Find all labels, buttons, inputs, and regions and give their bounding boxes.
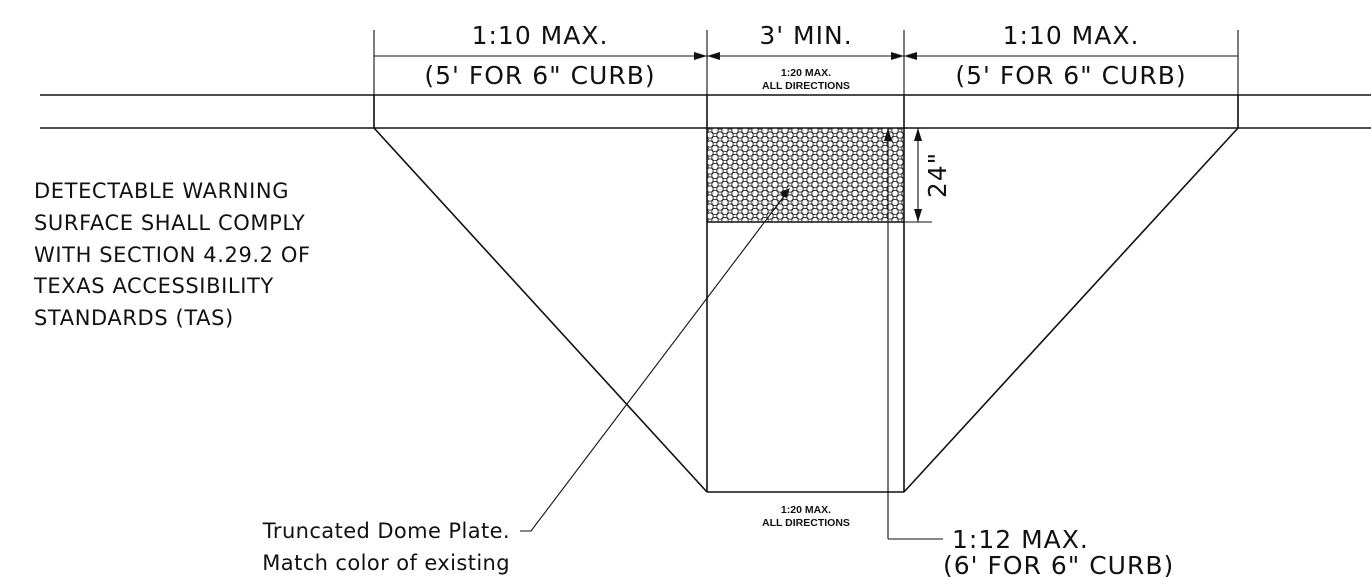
arrowhead (914, 128, 922, 141)
center-width-label: 3' MIN. (759, 21, 852, 50)
dome-label-line2: Match color of existing (262, 551, 510, 575)
dome-depth-label: 24" (923, 152, 952, 198)
dome-label-leader (520, 190, 789, 532)
ramp-slope-label: 1:12 MAX. (952, 525, 1089, 554)
note-line: TEXAS ACCESSIBILITY (33, 274, 274, 298)
center-slope-line1: 1:20 MAX. (781, 67, 831, 79)
note-line: WITH SECTION 4.29.2 OF (34, 243, 311, 267)
flare-left (373, 127, 708, 493)
dome-label-line1: Truncated Dome Plate. (262, 519, 510, 543)
bottom-slope-line2: ALL DIRECTIONS (762, 517, 850, 529)
arrowhead (694, 52, 707, 60)
note-line: SURFACE SHALL COMPLY (34, 211, 305, 235)
arrowhead (914, 209, 922, 222)
ramp-curb-label: (6' FOR 6" CURB) (943, 551, 1174, 577)
left-slope-label: 1:10 MAX. (472, 21, 609, 50)
arrowhead (904, 52, 917, 60)
right-curb-label: (5' FOR 6" CURB) (955, 61, 1186, 90)
arrowhead (780, 188, 790, 198)
arrowhead (707, 52, 720, 60)
left-curb-label: (5' FOR 6" CURB) (424, 61, 655, 90)
right-slope-label: 1:10 MAX. (1003, 21, 1140, 50)
note-line: DETECTABLE WARNING (34, 179, 289, 203)
note-line: STANDARDS (TAS) (34, 306, 234, 330)
flare-right (903, 127, 1239, 493)
arrowhead (884, 128, 892, 141)
center-slope-line2: ALL DIRECTIONS (762, 80, 850, 92)
bottom-slope-line1: 1:20 MAX. (781, 504, 831, 516)
arrowhead (891, 52, 904, 60)
detectable-warning-note: DETECTABLE WARNING SURFACE SHALL COMPLY … (33, 179, 311, 330)
